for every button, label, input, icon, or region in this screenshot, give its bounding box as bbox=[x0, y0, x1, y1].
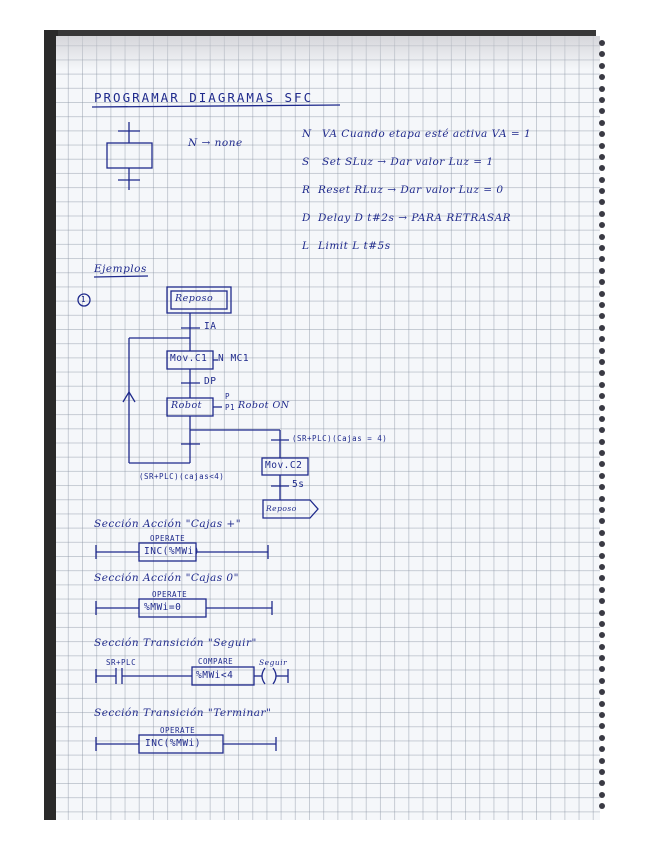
qualifier-s-text: Set SLuz → Dar valor Luz = 1 bbox=[322, 156, 494, 168]
qualifier-n-text: VA Cuando etapa esté activa VA = 1 bbox=[322, 128, 531, 140]
transition-dp-label: DP bbox=[204, 376, 216, 387]
step-legend: N → none bbox=[188, 137, 243, 149]
s3-coil-left bbox=[262, 668, 265, 684]
section-4-title: Sección Transición "Terminar" bbox=[94, 707, 271, 719]
transition-5s-label: 5s bbox=[292, 479, 304, 490]
qualifier-n-letter: N bbox=[302, 128, 312, 140]
action-robot-label: Robot ON bbox=[238, 400, 290, 411]
section-2-title: Sección Acción "Cajas 0" bbox=[94, 572, 239, 584]
qualifier-r-text: Reset RLuz → Dar valor Luz = 0 bbox=[318, 184, 504, 196]
legend-step-box bbox=[107, 143, 152, 168]
section-3-coil-label: Seguir bbox=[259, 658, 287, 667]
section-4-block: INC(%MWi) bbox=[145, 738, 201, 749]
title-underline bbox=[92, 105, 340, 107]
action-movc1-label: N MC1 bbox=[218, 353, 249, 364]
examples-underline bbox=[94, 276, 148, 277]
qualifier-d-letter: D bbox=[302, 212, 311, 224]
section-3-title: Sección Transición "Seguir" bbox=[94, 637, 257, 649]
examples-heading: Ejemplos bbox=[94, 263, 147, 275]
section-1-title: Sección Acción "Cajas +" bbox=[94, 518, 241, 530]
page-title: PROGRAMAR DIAGRAMAS SFC bbox=[94, 90, 313, 105]
section-4-block-label: OPERATE bbox=[160, 726, 195, 735]
step-final-label: Reposo bbox=[266, 504, 297, 513]
qualifier-l-letter: L bbox=[302, 240, 309, 252]
section-2-block: %MWi=0 bbox=[144, 602, 181, 613]
qualifier-d-text: Delay D t#2s → PARA RETRASAR bbox=[318, 212, 511, 224]
transition-ia-label: IA bbox=[204, 321, 216, 332]
step-initial-label: Reposo bbox=[175, 293, 213, 304]
transition-branch-label: (SR+PLC)(Cajas = 4) bbox=[292, 434, 387, 443]
qualifier-l-text: Limit L t#5s bbox=[318, 240, 391, 252]
action-robot-qualifier-bottom: P1 bbox=[225, 403, 235, 412]
action-robot-qualifier-top: P bbox=[225, 392, 230, 401]
step-movc1-label: Mov.C1 bbox=[170, 353, 207, 364]
s3-coil-right bbox=[273, 668, 276, 684]
section-3-contact-label: SR+PLC bbox=[106, 658, 136, 667]
step-movc2-label: Mov.C2 bbox=[265, 460, 302, 471]
qualifier-s-letter: S bbox=[302, 156, 310, 168]
section-3-block-label: COMPARE bbox=[198, 657, 233, 666]
transition-loop-label: (SR+PLC)(cajas<4) bbox=[139, 472, 224, 481]
section-1-block-label: OPERATE bbox=[150, 534, 185, 543]
step-robot-label: Robot bbox=[171, 400, 202, 411]
section-1-block: INC(%MWi) bbox=[144, 546, 200, 557]
example-number: 1 bbox=[81, 295, 86, 304]
qualifier-r-letter: R bbox=[302, 184, 310, 196]
section-2-block-label: OPERATE bbox=[152, 590, 187, 599]
section-3-block: %MWi<4 bbox=[196, 670, 233, 681]
